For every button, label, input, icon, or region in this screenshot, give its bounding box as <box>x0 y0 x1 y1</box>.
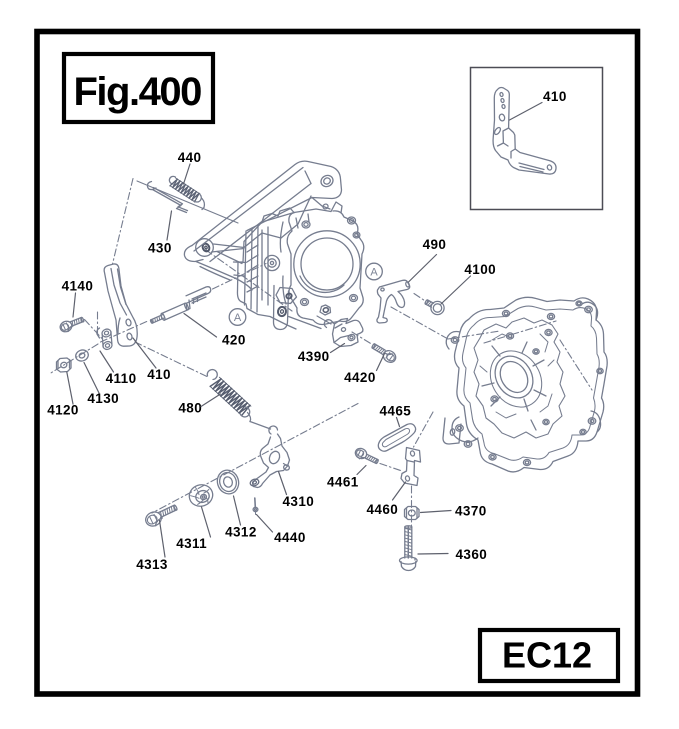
svg-text:4310: 4310 <box>283 494 315 509</box>
svg-text:EC12: EC12 <box>502 635 592 676</box>
svg-text:Fig.400: Fig.400 <box>74 70 202 114</box>
svg-text:410: 410 <box>147 367 171 382</box>
svg-text:420: 420 <box>222 333 246 348</box>
svg-text:4110: 4110 <box>106 371 137 386</box>
svg-text:410: 410 <box>543 89 567 104</box>
svg-text:4460: 4460 <box>367 502 399 517</box>
svg-text:4140: 4140 <box>62 279 94 294</box>
svg-text:480: 480 <box>178 400 202 415</box>
svg-text:4130: 4130 <box>87 391 119 406</box>
svg-text:4390: 4390 <box>298 349 330 364</box>
svg-text:4465: 4465 <box>380 404 412 419</box>
svg-text:4311: 4311 <box>176 536 207 551</box>
svg-text:4120: 4120 <box>47 403 79 418</box>
svg-text:4313: 4313 <box>136 557 168 572</box>
svg-text:4370: 4370 <box>455 503 487 518</box>
svg-text:430: 430 <box>148 240 172 255</box>
svg-text:4360: 4360 <box>456 547 488 562</box>
svg-text:A: A <box>370 267 378 279</box>
svg-text:4312: 4312 <box>225 525 257 540</box>
svg-text:4461: 4461 <box>327 475 359 490</box>
svg-text:4420: 4420 <box>344 370 376 385</box>
svg-text:4100: 4100 <box>464 262 496 277</box>
svg-text:A: A <box>234 312 242 324</box>
svg-text:490: 490 <box>423 237 447 252</box>
svg-text:4440: 4440 <box>274 530 306 545</box>
svg-text:440: 440 <box>178 150 202 165</box>
